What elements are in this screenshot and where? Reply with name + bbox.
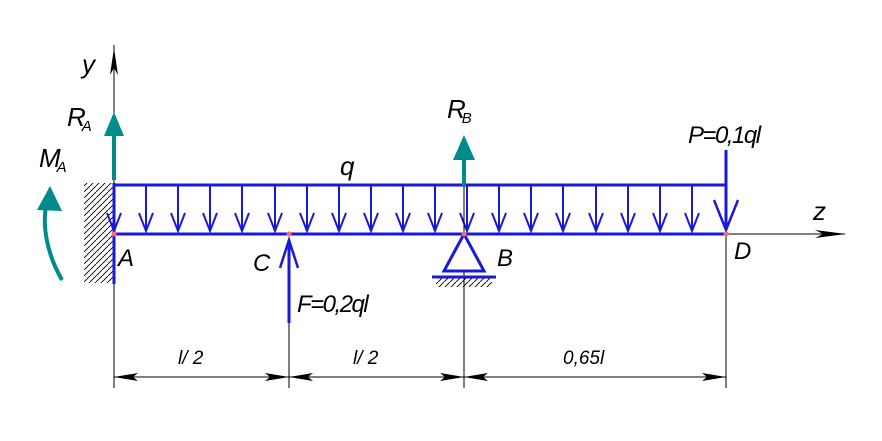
q-arrow-head	[459, 212, 475, 234]
q-arrow-head	[234, 212, 250, 234]
q-arrow-head	[491, 212, 507, 234]
q-arrow-head	[684, 212, 700, 234]
dimension-cb: l/ 2	[289, 348, 464, 381]
reaction-rb-sub: B	[462, 110, 472, 127]
point-load-f: F=0,2ql	[278, 235, 371, 323]
point-a-label: A	[116, 245, 134, 272]
moment-ma-main: M	[39, 143, 61, 173]
point-load-p: P=0,1ql	[688, 122, 763, 234]
q-arrow-head	[267, 212, 283, 234]
moment-ma-sub: A	[56, 159, 67, 176]
dimension-ac-label: l/ 2	[178, 348, 204, 369]
moment-ma: MA	[37, 143, 67, 282]
q-arrow-head	[620, 212, 636, 234]
q-arrow-head	[331, 212, 347, 234]
q-arrow-head	[170, 212, 186, 234]
q-arrow-head	[138, 212, 154, 234]
nodes	[111, 231, 729, 237]
reaction-ra-label: RA	[67, 102, 92, 135]
dimension-cb-label: l/ 2	[353, 348, 379, 369]
q-arrow-head	[652, 212, 668, 234]
reaction-rb-main: R	[447, 94, 466, 124]
reaction-ra-main: R	[67, 102, 86, 132]
q-arrow-head	[299, 212, 315, 234]
extension-lines	[113, 234, 727, 388]
dimension-bd-label: 0,65l	[563, 348, 605, 369]
dimension-ac: l/ 2	[114, 348, 289, 381]
point-load-p-label: P=0,1ql	[688, 122, 762, 149]
node-c	[286, 231, 292, 237]
pin-support	[432, 186, 496, 338]
node-b	[461, 231, 467, 237]
q-arrow-head	[106, 212, 122, 234]
point-load-f-label: F=0,2ql	[297, 291, 369, 318]
distributed-load: q	[106, 151, 726, 234]
distributed-load-label: q	[340, 151, 355, 181]
q-arrow-head	[523, 212, 539, 234]
z-axis-label: z	[812, 196, 826, 226]
point-c-label: C	[253, 250, 271, 277]
q-arrow-head	[427, 212, 443, 234]
point-d-label: D	[734, 238, 751, 265]
node-a	[111, 231, 117, 237]
q-arrow-head	[588, 212, 604, 234]
q-arrow-head	[202, 212, 218, 234]
y-axis-label: y	[80, 49, 97, 79]
node-d	[723, 231, 729, 237]
reaction-ra-sub: A	[81, 118, 92, 135]
fixed-support	[84, 183, 116, 284]
reaction-rb: RB	[447, 94, 475, 186]
point-b-label: B	[497, 245, 513, 272]
q-arrow-head	[363, 212, 379, 234]
dimension-bd: 0,65l	[464, 348, 726, 381]
q-arrow-head	[555, 212, 571, 234]
reaction-ra: RA	[67, 102, 124, 180]
moment-ma-label: MA	[39, 143, 67, 176]
distributed-load-arrows	[106, 186, 700, 234]
reaction-rb-label: RB	[447, 94, 472, 127]
q-arrow-head	[395, 212, 411, 234]
